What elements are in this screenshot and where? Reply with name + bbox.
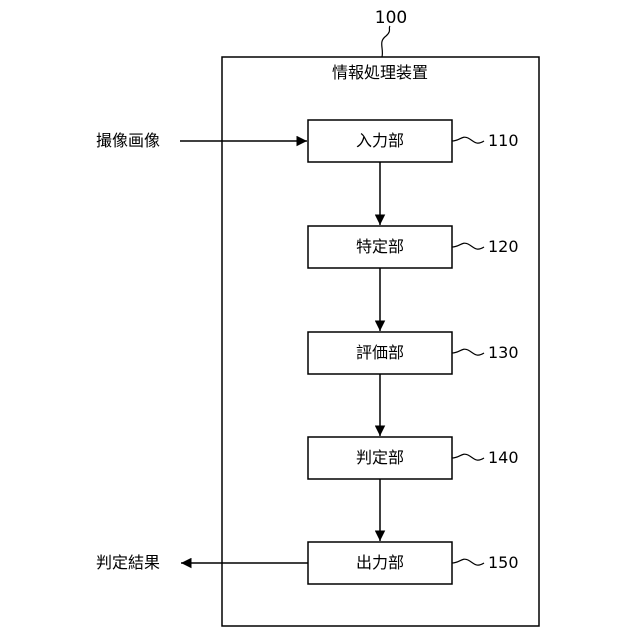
unit-ref-140: 140: [488, 448, 519, 468]
unit-label-input: 入力部: [308, 120, 452, 162]
ref-leader-110: [452, 137, 484, 143]
ref-leader-120: [452, 243, 484, 249]
ref-leader-140: [452, 454, 484, 460]
unit-ref-110: 110: [488, 131, 519, 151]
device-ref-leader: [382, 26, 390, 57]
unit-label-judge: 判定部: [308, 437, 452, 479]
ref-leader-150: [452, 559, 484, 565]
unit-label-evaluate: 評価部: [308, 332, 452, 374]
unit-ref-130: 130: [488, 343, 519, 363]
unit-ref-120: 120: [488, 237, 519, 257]
unit-label-identify: 特定部: [308, 226, 452, 268]
device-title: 情報処理装置: [302, 63, 458, 83]
unit-ref-150: 150: [488, 553, 519, 573]
input-signal-label: 撮像画像: [96, 131, 160, 151]
output-signal-label: 判定結果: [96, 553, 160, 573]
device-ref-number: 100: [366, 8, 416, 28]
unit-label-output: 出力部: [308, 542, 452, 584]
ref-leader-130: [452, 349, 484, 355]
